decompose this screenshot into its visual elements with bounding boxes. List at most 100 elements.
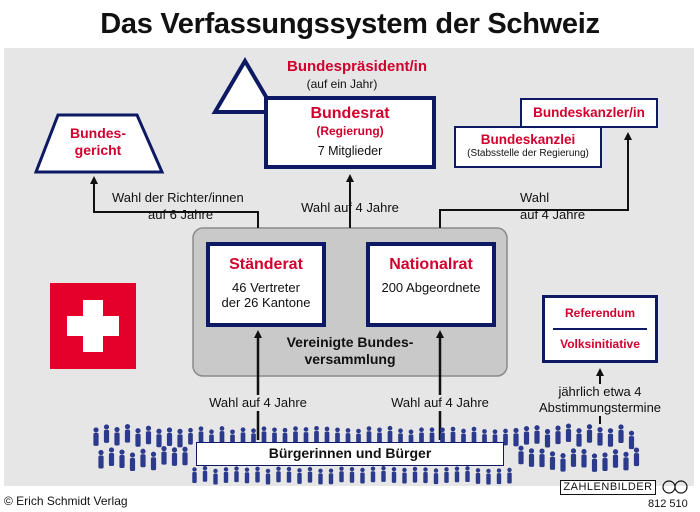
citizen-figure	[591, 458, 598, 472]
citizen-figure	[618, 430, 624, 444]
bundesgericht-label-line1: Bundes-	[70, 125, 126, 141]
citizen-figure	[482, 429, 487, 434]
citizen-figure	[623, 457, 629, 471]
citizen-figure	[398, 428, 403, 434]
citizen-figure	[297, 468, 302, 473]
citizen-figure	[135, 428, 141, 434]
bundesversammlung-line1: Vereinigte Bundes-	[286, 334, 414, 350]
citizen-figure	[387, 430, 393, 443]
volksinitiative-label: Volksinitiative	[560, 337, 640, 351]
citizen-figure	[486, 468, 491, 474]
citizen-figure	[255, 466, 260, 472]
citizen-figure	[597, 427, 603, 433]
citizen-figure	[586, 429, 593, 443]
citizen-figure	[370, 466, 376, 471]
citizen-figure	[534, 430, 540, 444]
nationalrat-label: Nationalrat	[389, 256, 473, 273]
citizen-figure	[124, 424, 131, 430]
bundespraesident-triangle	[211, 57, 279, 114]
citizen-figure	[503, 433, 508, 446]
citizen-figure	[265, 473, 271, 485]
citizen-figure	[177, 428, 183, 434]
citizen-figure	[628, 436, 635, 450]
arrow-kanzler-label-2: auf 4 Jahre	[520, 207, 586, 222]
citizen-figure	[234, 466, 239, 471]
arrow-bundesrat-label: Wahl auf 4 Jahre	[301, 200, 399, 215]
citizen-figure	[198, 431, 204, 444]
citizen-figure	[454, 466, 460, 471]
citizen-figure	[202, 470, 208, 482]
citizen-figure	[177, 434, 183, 448]
citizen-figure	[335, 427, 340, 433]
citizen-figure	[314, 431, 319, 443]
citizen-figure	[192, 472, 197, 484]
swiss-flag	[50, 283, 136, 369]
citizen-figure	[182, 452, 188, 466]
citizen-figure	[576, 428, 582, 434]
citizen-figure	[219, 426, 225, 431]
citizen-figure	[360, 467, 365, 473]
nationalrat-box: Nationalrat 200 Abgeordnete	[366, 242, 496, 327]
citizen-figure	[156, 434, 162, 448]
citizen-figure	[433, 473, 439, 485]
citizen-figure	[628, 430, 635, 436]
footer-publisher: © Erich Schmidt Verlag	[4, 494, 128, 508]
citizen-figure	[440, 427, 445, 433]
citizen-figure	[633, 453, 640, 467]
bundesrat-members: 7 Mitglieder	[317, 144, 383, 158]
citizen-figure	[166, 432, 173, 446]
citizen-figure	[377, 432, 382, 445]
citizen-figure	[366, 426, 372, 431]
citizen-figure	[560, 458, 566, 472]
citizen-figure	[119, 455, 125, 469]
citizen-figure	[345, 428, 351, 433]
arrow-richter-label-1: Wahl der Richter/innen	[112, 190, 244, 205]
citizen-figure	[408, 429, 414, 435]
citizen-figure	[387, 425, 393, 431]
citizen-figure	[370, 471, 376, 483]
citizen-figure	[528, 453, 535, 467]
citizens-label: Bürgerinnen und Bürger	[196, 442, 504, 466]
citizen-figure	[188, 432, 193, 445]
footer-brand: ZAHLENBILDER	[560, 480, 656, 495]
citizen-figure	[240, 427, 246, 433]
citizen-figure	[555, 425, 561, 431]
citizen-figure	[314, 425, 319, 431]
citizen-figure	[475, 468, 481, 473]
citizen-figure	[182, 446, 188, 452]
arrow-nationalrat-label: Wahl auf 4 Jahre	[382, 395, 498, 411]
citizen-figure	[108, 452, 115, 466]
citizen-figure	[377, 427, 382, 433]
citizen-figure	[140, 448, 146, 454]
citizen-figure	[381, 470, 386, 482]
citizen-figure	[202, 465, 208, 471]
citizen-figure	[223, 471, 229, 483]
bundeskanzlei-sub: (Stabsstelle der Regierung)	[467, 148, 589, 159]
citizen-figure	[429, 432, 435, 445]
citizen-figure	[166, 427, 173, 433]
citizen-figure	[402, 472, 407, 484]
direct-democracy-note-2: Abstimmungstermine	[527, 400, 673, 416]
page-title: Das Verfassungssystem der Schweiz	[100, 8, 600, 40]
staenderat-line2: der 26 Kantone	[221, 295, 311, 310]
citizen-figure	[192, 467, 197, 472]
citizen-figure	[560, 453, 566, 459]
citizen-figure	[539, 454, 545, 468]
citizen-figure	[607, 433, 614, 447]
arrow-bundesgericht	[90, 176, 259, 228]
citizen-figure	[276, 466, 281, 471]
citizen-figure	[98, 449, 104, 456]
citizen-figure	[507, 472, 512, 484]
citizen-figure	[307, 471, 313, 483]
citizen-figure	[366, 431, 372, 443]
citizen-figure	[440, 432, 445, 445]
bundespraesident-term: (auf ein Jahr)	[306, 77, 378, 91]
citizen-figure	[240, 432, 246, 445]
referendum-label: Referendum	[564, 306, 635, 320]
citizen-figure	[518, 451, 524, 465]
bundesgericht-label: Bundes- gericht	[50, 125, 146, 159]
citizen-figure	[570, 453, 577, 467]
citizen-figure	[549, 456, 556, 470]
citizen-figure	[286, 466, 292, 472]
nationalrat-line1: 200 Abgeordnete	[381, 280, 481, 295]
